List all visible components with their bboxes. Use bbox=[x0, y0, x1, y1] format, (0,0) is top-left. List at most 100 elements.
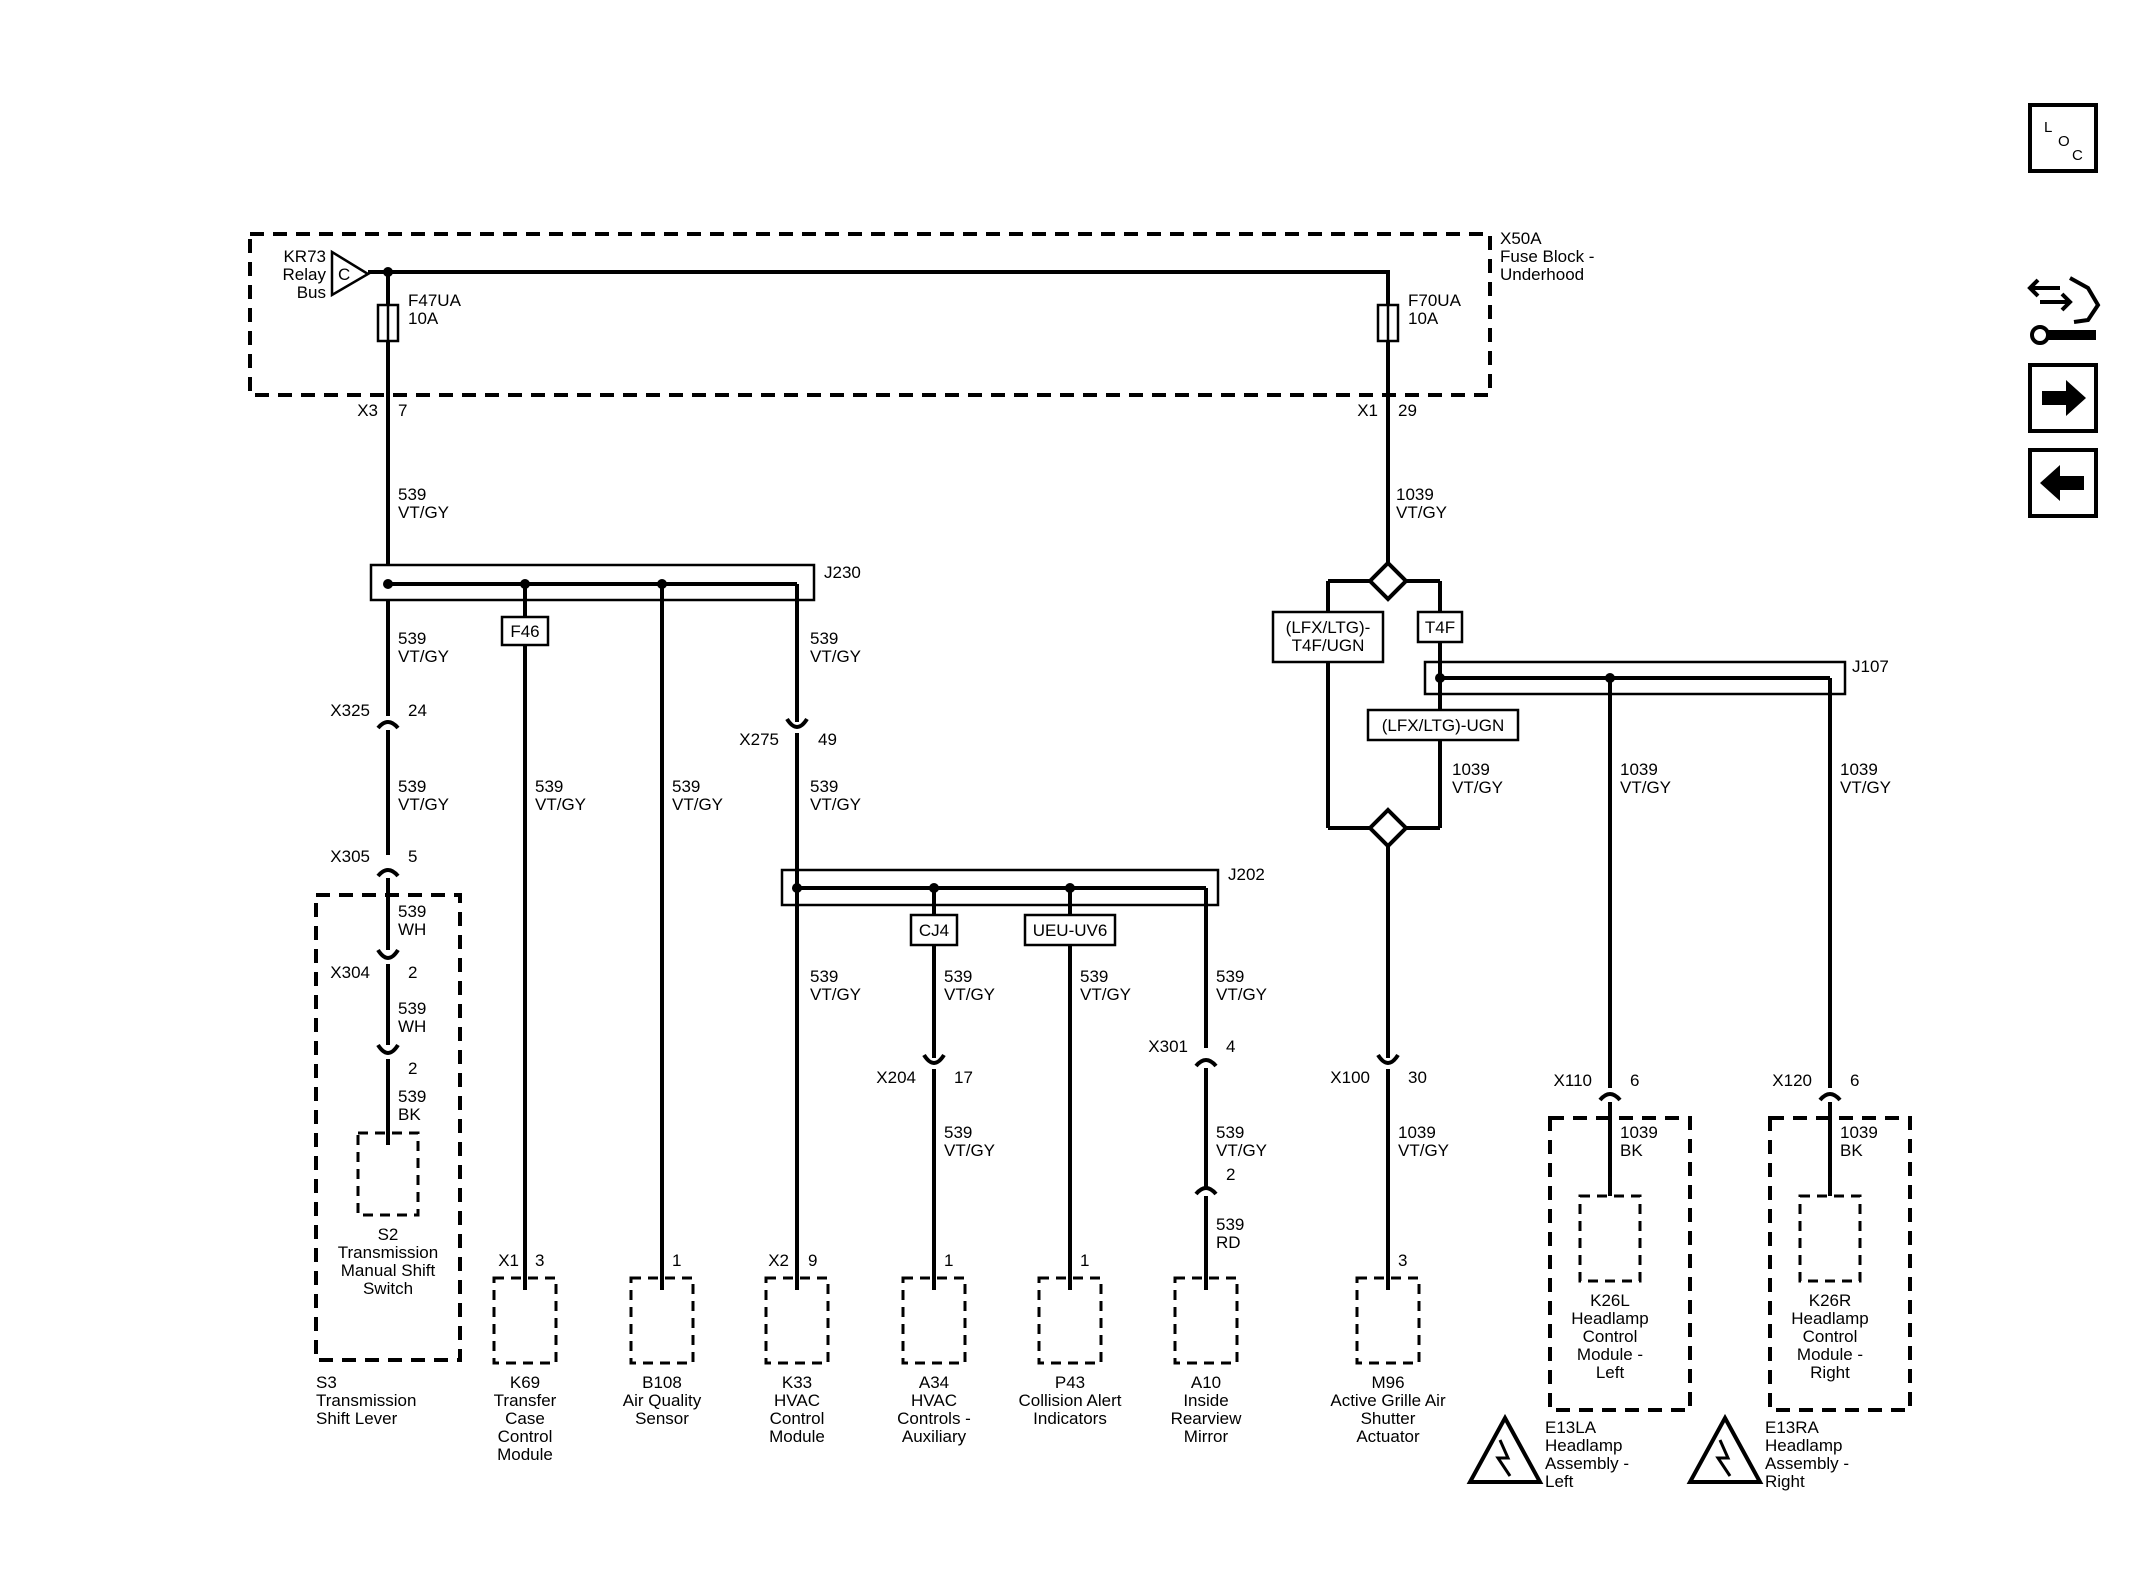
diagram-label: VT/GY bbox=[672, 795, 723, 814]
wire-segment bbox=[2027, 278, 2060, 298]
diagram-label: (LFX/LTG)-UGN bbox=[1382, 716, 1504, 735]
diagram-label: Control bbox=[770, 1409, 825, 1428]
diagram-label: 1 bbox=[1080, 1251, 1089, 1270]
conn-x120: X120 bbox=[1772, 1071, 1812, 1090]
conn-x100: X100 bbox=[1330, 1068, 1370, 1087]
diagram-label: VT/GY bbox=[1452, 778, 1503, 797]
s2-switch-outline bbox=[356, 1131, 420, 1217]
diagram-label: WH bbox=[398, 920, 426, 939]
wire-segment bbox=[2040, 330, 2096, 340]
diagram-label: 539 bbox=[398, 485, 426, 504]
diagram-label: Right bbox=[1810, 1363, 1850, 1382]
diagram-label: 6 bbox=[1850, 1071, 1859, 1090]
diagram-label: 2 bbox=[408, 963, 417, 982]
diagram-label: 539 bbox=[1216, 1215, 1244, 1234]
splice-j107-label: J107 bbox=[1852, 657, 1889, 676]
splice-j230 bbox=[369, 563, 816, 602]
s2-label-3: Manual Shift bbox=[341, 1261, 436, 1280]
diagram-label: 49 bbox=[818, 730, 837, 749]
diagram-label: Actuator bbox=[1356, 1427, 1420, 1446]
diagram-label: 539 bbox=[535, 777, 563, 796]
high-voltage-warning-icon bbox=[1466, 1413, 1544, 1484]
diagram-label: Headlamp bbox=[1765, 1436, 1843, 1455]
diagram-label: 539 bbox=[1080, 967, 1108, 986]
s3-label-3: Shift Lever bbox=[316, 1409, 398, 1428]
service-tool-icon[interactable] bbox=[2027, 276, 2101, 345]
inline-connector-x120 bbox=[1818, 1092, 1842, 1102]
diagram-label: 539 bbox=[398, 777, 426, 796]
diagram-label: VT/GY bbox=[810, 795, 861, 814]
wire-segment bbox=[2028, 103, 2098, 173]
a10-outline bbox=[1173, 1276, 1239, 1365]
diagram-label: 539 bbox=[1216, 967, 1244, 986]
back-arrow-icon[interactable] bbox=[2028, 448, 2098, 518]
diagram-label: 1039 bbox=[1620, 760, 1658, 779]
diagram-label: Transfer bbox=[494, 1391, 557, 1410]
diagram-label: 1 bbox=[672, 1251, 681, 1270]
forward-arrow-icon[interactable] bbox=[2028, 363, 2098, 433]
diagram-label: K33 bbox=[782, 1373, 812, 1392]
diagram-label: 24 bbox=[408, 701, 427, 720]
diagram-label: VT/GY bbox=[944, 1141, 995, 1160]
fuse-block-name-2: Underhood bbox=[1500, 265, 1584, 284]
wire-segment bbox=[1495, 1439, 1512, 1477]
k26r-outline bbox=[1798, 1194, 1862, 1283]
wire-segment bbox=[2030, 325, 2050, 345]
diagram-label: BK bbox=[398, 1105, 421, 1124]
diagram-label: Case bbox=[505, 1409, 545, 1428]
k26l-outline bbox=[1578, 1194, 1642, 1283]
diagram-label: K26L bbox=[1590, 1291, 1630, 1310]
diagram-label: 539 bbox=[398, 1087, 426, 1106]
loc-button[interactable]: L O C bbox=[2028, 103, 2098, 173]
m96-outline bbox=[1355, 1276, 1421, 1365]
diagram-label: VT/GY bbox=[535, 795, 586, 814]
diagram-label: B108 bbox=[642, 1373, 682, 1392]
diagram-label: VT/GY bbox=[1620, 778, 1671, 797]
option-lfx-ltg-ugn bbox=[1366, 708, 1520, 742]
relay-bus-triangle bbox=[330, 249, 371, 298]
option-diamond-bottom bbox=[1367, 807, 1409, 849]
diagram-label: Indicators bbox=[1033, 1409, 1107, 1428]
diagram-label: 1039 bbox=[1840, 1123, 1878, 1142]
diagram-label: Auxiliary bbox=[902, 1427, 967, 1446]
option-lfx-ltg-t4f-ugn bbox=[1271, 610, 1385, 664]
diagram-label: T4F bbox=[1425, 618, 1455, 637]
diagram-label: X1 bbox=[498, 1251, 519, 1270]
diagram-label: VT/GY bbox=[398, 795, 449, 814]
diagram-label: Sensor bbox=[635, 1409, 689, 1428]
wire-segment bbox=[1715, 1439, 1732, 1477]
diagram-label: BK bbox=[1620, 1141, 1643, 1160]
diagram-label: VT/GY bbox=[1216, 1141, 1267, 1160]
option-ueu-uv6 bbox=[1023, 913, 1117, 947]
conn-x110: X110 bbox=[1554, 1071, 1592, 1090]
diagram-label: Module bbox=[497, 1445, 553, 1464]
diagram-label: 3 bbox=[535, 1251, 544, 1270]
diagram-label: 5 bbox=[408, 847, 417, 866]
conn-x204: X204 bbox=[876, 1068, 916, 1087]
inline-connector-x110 bbox=[1598, 1092, 1622, 1102]
wire-segment bbox=[1435, 673, 1445, 683]
diagram-label: Module - bbox=[1797, 1345, 1863, 1364]
diagram-label: Rearview bbox=[1171, 1409, 1243, 1428]
inline-connector-x204 bbox=[922, 1053, 946, 1065]
conn-x275: X275 bbox=[739, 730, 779, 749]
inline-connector-s2 bbox=[376, 1043, 400, 1055]
diagram-label: VT/GY bbox=[1216, 985, 1267, 1004]
diagram-label: Control bbox=[498, 1427, 553, 1446]
diagram-label: Module bbox=[769, 1427, 825, 1446]
splice-j230-label: J230 bbox=[824, 563, 861, 582]
diagram-label: VT/GY bbox=[1396, 503, 1447, 522]
diagram-label: M96 bbox=[1371, 1373, 1404, 1392]
diagram-label: VT/GY bbox=[1080, 985, 1131, 1004]
diagram-label: 539 bbox=[398, 902, 426, 921]
diagram-label: VT/GY bbox=[398, 647, 449, 666]
fuse-f47ua-rating: 10A bbox=[408, 309, 439, 328]
diagram-label: 9 bbox=[808, 1251, 817, 1270]
diagram-label: 1039 bbox=[1620, 1123, 1658, 1142]
b108-outline bbox=[629, 1276, 695, 1365]
diagram-label: 1039 bbox=[1840, 760, 1878, 779]
s2-label-2: Transmission bbox=[338, 1243, 438, 1262]
high-voltage-warning-icon bbox=[1686, 1413, 1764, 1484]
diagram-label: VT/GY bbox=[944, 985, 995, 1004]
wire-segment bbox=[2040, 465, 2084, 501]
